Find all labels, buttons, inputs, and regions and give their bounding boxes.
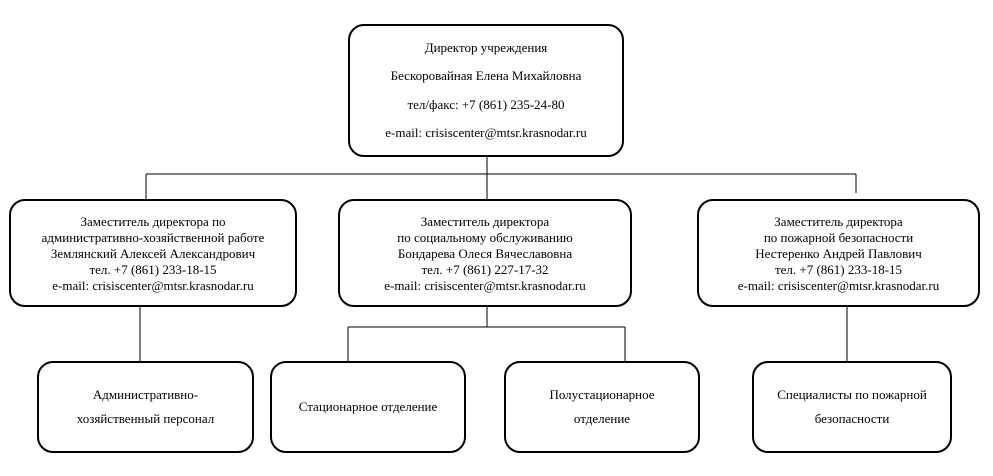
unit-admin-staff-line2: хозяйственный персонал [76,411,215,426]
deputy-social-title: Заместитель директора [420,214,550,229]
director-email: e-mail: crisiscenter@mtsr.krasnodar.ru [385,124,587,140]
unit-semi-stationary-box: Полустационарное отделение [504,361,700,453]
unit-fire-specialists-line2: безопасности [814,411,890,426]
director-box: Директор учреждения Бескоровайная Елена … [348,24,624,157]
deputy-fire-email: e-mail: crisiscenter@mtsr.krasnodar.ru [737,278,940,293]
unit-semi-stationary-line1: Полустационарное [549,387,655,402]
deputy-fire-phone: тел. +7 (861) 233-18-15 [774,262,903,277]
deputy-fire-box: Заместитель директора по пожарной безопа… [697,199,980,307]
deputy-social-phone: тел. +7 (861) 227-17-32 [421,262,549,277]
deputy-admin-email: e-mail: crisiscenter@mtsr.krasnodar.ru [52,278,254,293]
deputy-admin-box: Заместитель директора по административно… [9,199,297,307]
deputy-admin-area: административно-хозяйственной работе [41,230,265,245]
deputy-fire-area: по пожарной безопасности [763,230,914,245]
deputy-social-email: e-mail: crisiscenter@mtsr.krasnodar.ru [384,278,586,293]
deputy-admin-name: Землянский Алексей Александрович [50,246,256,261]
director-title: Директор учреждения [424,40,548,56]
deputy-admin-phone: тел. +7 (861) 233-18-15 [89,262,217,277]
deputy-social-box: Заместитель директора по социальному обс… [338,199,632,307]
unit-semi-stationary-line2: отделение [573,411,631,426]
deputy-social-name: Бондарева Олеся Вячеславовна [397,246,573,261]
deputy-fire-name: Нестеренко Андрей Павлович [755,246,922,261]
unit-fire-specialists-box: Специалисты по пожарной безопасности [752,361,952,453]
unit-stationary-box: Стационарное отделение [270,361,466,453]
unit-admin-staff-box: Административно- хозяйственный персонал [37,361,254,453]
director-name: Бескоровайная Елена Михайловна [390,68,582,84]
deputy-admin-title: Заместитель директора по [80,214,226,229]
deputy-social-area: по социальному обслуживанию [397,230,573,245]
deputy-fire-title: Заместитель директора [774,214,903,229]
unit-stationary-label: Стационарное отделение [298,399,438,414]
unit-admin-staff-line1: Административно- [92,387,199,402]
unit-fire-specialists-line1: Специалисты по пожарной [777,387,927,402]
director-phone: тел/факс: +7 (861) 235-24-80 [407,96,565,112]
